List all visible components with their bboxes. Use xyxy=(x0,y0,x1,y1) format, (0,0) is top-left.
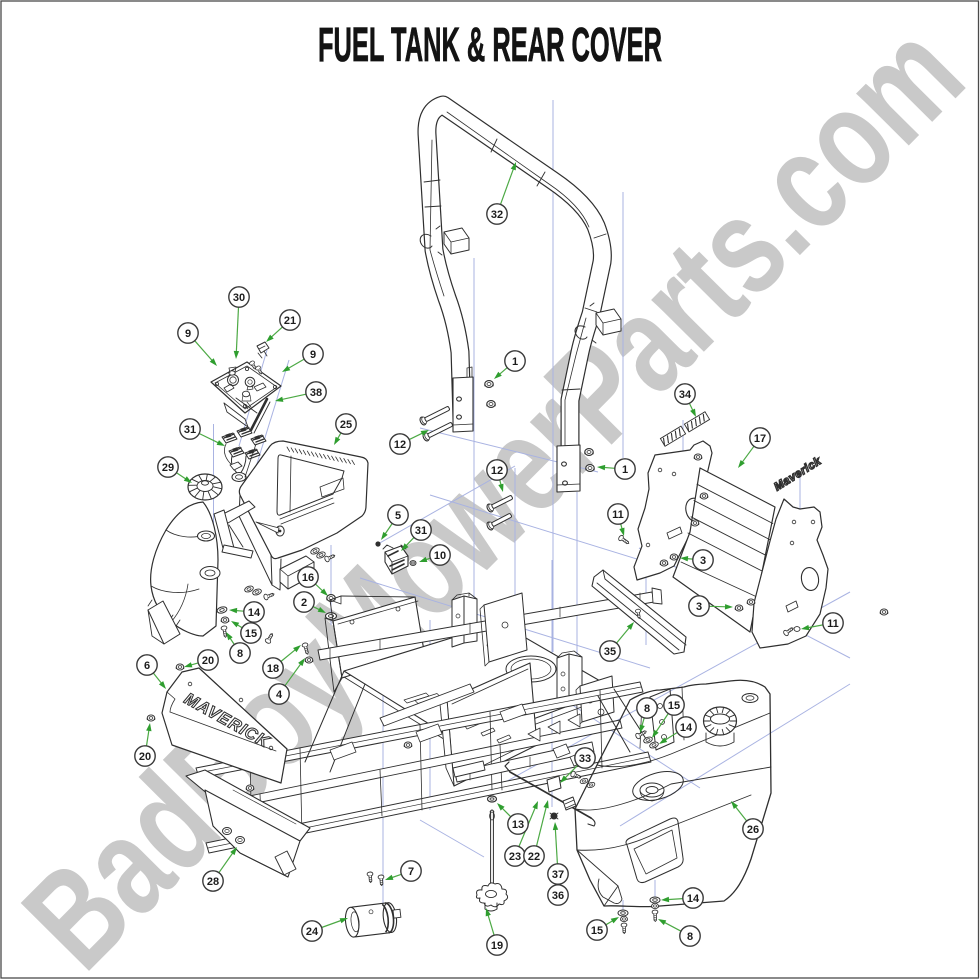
svg-text:32: 32 xyxy=(491,209,503,221)
svg-text:20: 20 xyxy=(202,655,214,667)
svg-text:29: 29 xyxy=(162,462,174,474)
svg-text:7: 7 xyxy=(408,866,414,878)
svg-text:5: 5 xyxy=(395,510,401,522)
svg-text:4: 4 xyxy=(276,689,283,701)
svg-text:25: 25 xyxy=(340,419,352,431)
svg-text:37: 37 xyxy=(552,869,564,881)
svg-text:16: 16 xyxy=(302,572,314,584)
svg-text:24: 24 xyxy=(306,926,319,938)
svg-text:34: 34 xyxy=(679,389,692,401)
svg-text:31: 31 xyxy=(415,525,427,537)
svg-text:35: 35 xyxy=(604,646,616,658)
svg-text:9: 9 xyxy=(185,328,191,340)
svg-text:15: 15 xyxy=(668,700,680,712)
svg-text:3: 3 xyxy=(696,601,702,613)
svg-text:8: 8 xyxy=(687,931,693,943)
svg-text:38: 38 xyxy=(310,387,322,399)
svg-text:3: 3 xyxy=(700,555,706,567)
svg-text:14: 14 xyxy=(687,893,700,905)
svg-text:14: 14 xyxy=(248,607,261,619)
svg-text:9: 9 xyxy=(310,349,316,361)
svg-text:14: 14 xyxy=(680,722,693,734)
svg-text:12: 12 xyxy=(394,439,406,451)
svg-text:10: 10 xyxy=(434,550,446,562)
svg-text:15: 15 xyxy=(591,925,603,937)
svg-text:36: 36 xyxy=(552,890,564,902)
svg-text:1: 1 xyxy=(512,356,518,368)
svg-text:1: 1 xyxy=(622,464,628,476)
svg-text:15: 15 xyxy=(245,628,257,640)
svg-text:13: 13 xyxy=(512,819,524,831)
svg-text:23: 23 xyxy=(509,851,521,863)
svg-text:21: 21 xyxy=(284,315,296,327)
svg-text:26: 26 xyxy=(747,824,759,836)
svg-text:8: 8 xyxy=(237,648,243,660)
svg-text:17: 17 xyxy=(754,433,766,445)
svg-text:12: 12 xyxy=(491,465,503,477)
svg-text:33: 33 xyxy=(579,753,591,765)
svg-text:22: 22 xyxy=(528,851,540,863)
svg-text:2: 2 xyxy=(301,597,307,609)
svg-text:6: 6 xyxy=(144,660,150,672)
svg-text:30: 30 xyxy=(233,292,245,304)
svg-text:18: 18 xyxy=(267,663,279,675)
svg-text:8: 8 xyxy=(644,703,650,715)
svg-text:31: 31 xyxy=(184,424,196,436)
svg-text:28: 28 xyxy=(207,876,219,888)
svg-text:FUEL TANK & REAR COVER: FUEL TANK & REAR COVER xyxy=(318,19,662,72)
svg-text:19: 19 xyxy=(491,940,503,952)
svg-text:11: 11 xyxy=(827,618,839,630)
svg-text:20: 20 xyxy=(139,751,151,763)
svg-text:11: 11 xyxy=(612,509,624,521)
